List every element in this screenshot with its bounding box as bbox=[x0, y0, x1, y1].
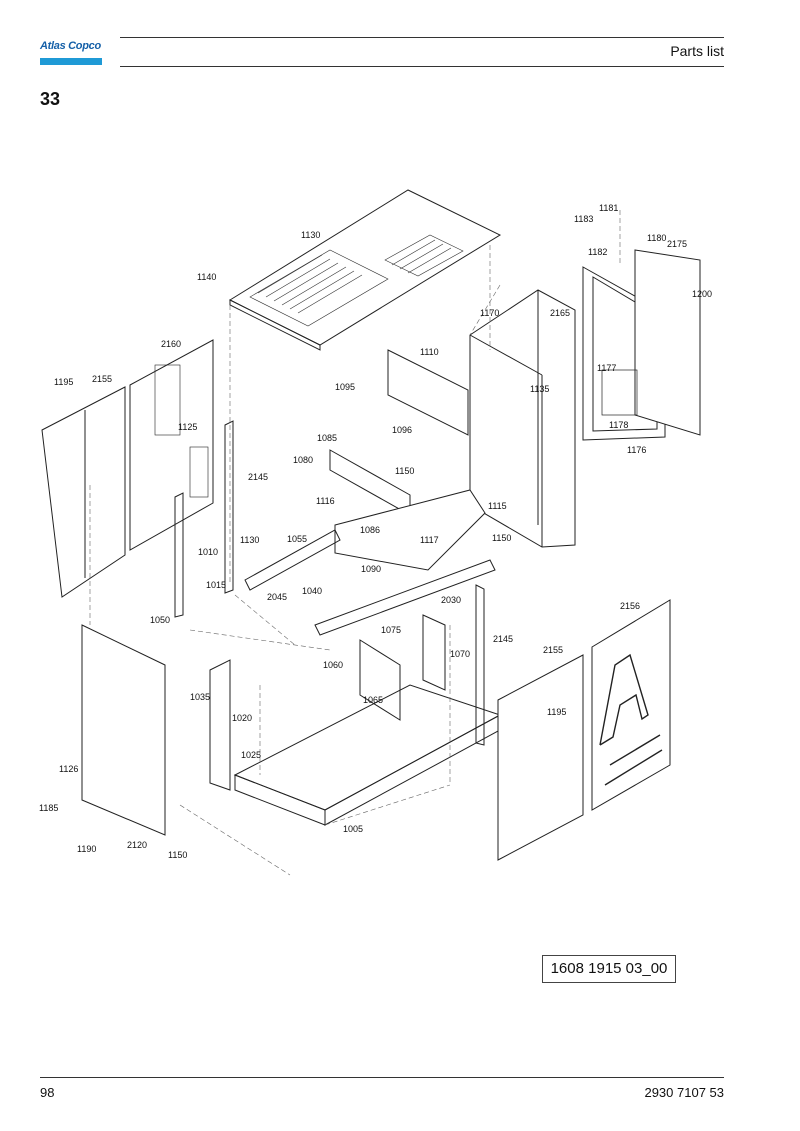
callout-label: 1095 bbox=[335, 382, 355, 392]
callout-label: 1010 bbox=[198, 547, 218, 557]
callout-label: 1085 bbox=[317, 433, 337, 443]
callout-label: 1178 bbox=[609, 420, 628, 430]
callout-label: 1180 bbox=[647, 233, 666, 243]
callout-label: 1181 bbox=[599, 203, 618, 213]
callout-label: 1060 bbox=[323, 660, 343, 670]
logo-text: Atlas Copco bbox=[40, 40, 101, 52]
callout-label: 1117 bbox=[420, 535, 439, 545]
callout-label: 1140 bbox=[197, 272, 216, 282]
callout-label: 1195 bbox=[547, 707, 566, 717]
callout-label: 1096 bbox=[392, 425, 412, 435]
callout-label: 1170 bbox=[480, 308, 499, 318]
page-header-title: Parts list bbox=[670, 43, 724, 59]
callout-label: 1185 bbox=[39, 803, 58, 813]
callout-label: 1115 bbox=[488, 501, 507, 511]
callout-label: 1116 bbox=[316, 496, 335, 506]
callout-label: 2120 bbox=[127, 840, 147, 850]
callout-label: 2160 bbox=[161, 339, 181, 349]
logo-bar bbox=[40, 58, 102, 65]
callout-label: 2155 bbox=[92, 374, 112, 384]
callout-label: 1025 bbox=[241, 750, 261, 760]
callout-label: 2175 bbox=[667, 239, 687, 249]
callout-label: 2030 bbox=[441, 595, 461, 605]
callout-label: 1005 bbox=[343, 824, 363, 834]
footer-rule bbox=[40, 1077, 724, 1078]
callout-label: 1177 bbox=[597, 363, 616, 373]
callout-label: 1110 bbox=[420, 347, 439, 357]
header-rule-bottom bbox=[120, 66, 724, 67]
callout-label: 1015 bbox=[206, 580, 226, 590]
callout-label: 2156 bbox=[620, 601, 640, 611]
exploded-parts-diagram: 1130 1140 1181 1183 1180 1182 2175 1200 … bbox=[39, 189, 712, 876]
callout-label: 1200 bbox=[692, 289, 712, 299]
callout-label: 1150 bbox=[492, 533, 511, 543]
header-rule-top bbox=[120, 37, 724, 38]
callout-label: 1190 bbox=[77, 844, 96, 854]
callout-label: 2145 bbox=[493, 634, 513, 644]
callout-label: 1070 bbox=[450, 649, 470, 659]
callout-label: 1125 bbox=[178, 422, 197, 432]
callout-label: 1176 bbox=[627, 445, 646, 455]
callout-label: 1150 bbox=[168, 850, 187, 860]
callout-label: 2145 bbox=[248, 472, 268, 482]
page-number: 98 bbox=[40, 1085, 55, 1100]
callout-label: 1040 bbox=[302, 586, 322, 596]
callout-label: 1182 bbox=[588, 247, 607, 257]
atlas-copco-logo: Atlas Copco bbox=[40, 40, 102, 68]
callout-label: 1050 bbox=[150, 615, 170, 625]
callout-label: 2045 bbox=[267, 592, 287, 602]
callout-label: 1080 bbox=[293, 455, 313, 465]
section-number: 33 bbox=[40, 89, 61, 109]
callout-label: 2165 bbox=[550, 308, 570, 318]
callout-label: 1126 bbox=[59, 764, 78, 774]
callout-label: 1135 bbox=[530, 384, 549, 394]
callout-label: 1130 bbox=[301, 230, 320, 240]
callout-label: 1130 bbox=[240, 535, 259, 545]
callout-label: 1183 bbox=[574, 214, 593, 224]
drawing-number: 1608 1915 03_00 bbox=[542, 955, 676, 983]
callout-label: 1065 bbox=[363, 695, 383, 705]
callout-label: 1055 bbox=[287, 534, 307, 544]
callout-label: 1075 bbox=[381, 625, 401, 635]
callout-label: 1150 bbox=[395, 466, 414, 476]
document-number: 2930 7107 53 bbox=[644, 1085, 724, 1100]
callout-label: 2155 bbox=[543, 645, 563, 655]
callout-label: 1035 bbox=[190, 692, 210, 702]
callout-label: 1090 bbox=[361, 564, 381, 574]
callout-label: 1195 bbox=[54, 377, 73, 387]
callout-label: 1020 bbox=[232, 713, 252, 723]
callout-label: 1086 bbox=[360, 525, 380, 535]
